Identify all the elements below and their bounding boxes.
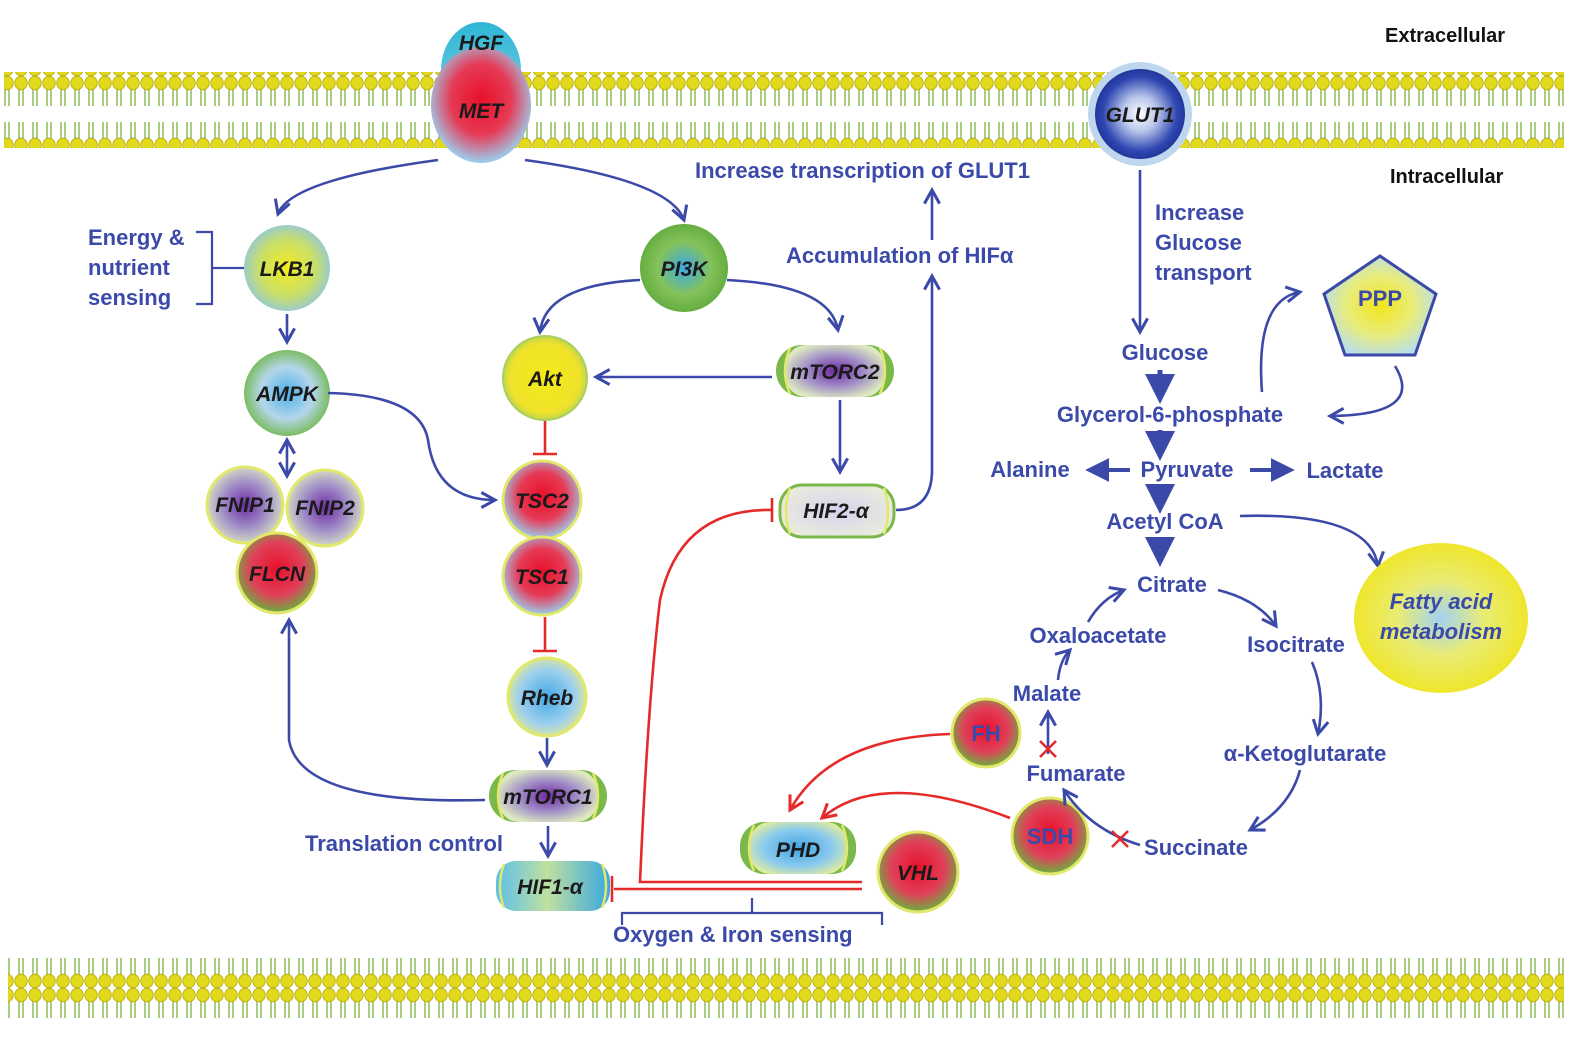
fnip2-node — [285, 468, 365, 548]
alanine-label: Alanine — [990, 457, 1069, 482]
fnip1-node — [205, 465, 285, 545]
hgf-label: HGF — [459, 32, 505, 55]
block-sdh-icon — [1111, 830, 1129, 848]
arrow-ppp-g6p — [1330, 365, 1404, 416]
energy-label-2: nutrient — [88, 255, 171, 280]
block-fh-icon — [1039, 740, 1057, 758]
glucose-label: Glucose — [1122, 340, 1209, 365]
hif2a-node — [778, 483, 896, 539]
akt-label: Akt — [527, 368, 563, 391]
inhibit-vhl-hif2a — [638, 508, 862, 884]
tsc2-label: TSC2 — [515, 490, 569, 513]
energy-label-1: Energy & — [88, 225, 185, 250]
fh-node — [950, 697, 1022, 769]
arrow-citrate-isocitrate — [1217, 588, 1276, 626]
arrow-ampk-tsc2 — [327, 391, 495, 500]
met-label: MET — [459, 100, 506, 123]
fnip2-label: FNIP2 — [295, 497, 355, 520]
met-receptor — [431, 22, 531, 163]
pi3k-node — [640, 224, 728, 312]
ppp-label: PPP — [1358, 286, 1402, 311]
arrow-sdh-phd — [822, 791, 1011, 818]
arrow-akg-succinate — [1250, 769, 1302, 830]
succinate-label: Succinate — [1144, 835, 1248, 860]
fatty-acid-node — [1354, 543, 1528, 693]
citrate-label: Citrate — [1137, 572, 1207, 597]
increase-glucose-label-3: transport — [1155, 260, 1252, 285]
energy-bracket — [196, 230, 244, 306]
arrow-g6p-ppp — [1259, 292, 1300, 393]
lactate-label: Lactate — [1306, 458, 1383, 483]
mtorc2-label: mTORC2 — [790, 361, 880, 384]
flcn-node — [235, 531, 319, 615]
arrow-hif2a-accumulation — [895, 276, 932, 512]
ampk-node — [244, 350, 330, 436]
mtorc1-label: mTORC1 — [503, 786, 592, 809]
arrow-isocitrate-akg — [1310, 661, 1321, 734]
hif2a-label: HIF2-α — [803, 500, 870, 523]
arrow-acetylcoa-fatty — [1239, 514, 1378, 566]
arrow-met-pi3k — [524, 158, 684, 220]
oxygen-bracket — [620, 898, 884, 925]
mtorc2-node — [776, 345, 894, 397]
phd-label: PHD — [776, 839, 820, 862]
acetyl-coa-label: Acetyl CoA — [1106, 509, 1223, 534]
arrow-fh-phd — [790, 732, 951, 810]
flcn-label: FLCN — [249, 563, 306, 586]
ampk-label: AMPK — [255, 383, 320, 406]
oxygen-iron-label: Oxygen & Iron sensing — [613, 922, 853, 947]
isocitrate-label: Isocitrate — [1247, 632, 1345, 657]
energy-label-3: sensing — [88, 285, 171, 310]
fumarate-label: Fumarate — [1026, 761, 1125, 786]
arrow-pi3k-mtorc2 — [726, 278, 838, 330]
increase-glut1-label: Increase transcription of GLUT1 — [695, 158, 1030, 183]
membrane-bottom — [8, 954, 1564, 1030]
phd-node — [740, 822, 856, 874]
arrow-met-lkb1 — [278, 158, 439, 214]
mtorc1-node — [489, 770, 607, 822]
fnip1-label: FNIP1 — [215, 494, 275, 517]
vhl-node — [876, 830, 960, 914]
arrow-mtorc1-flcn — [289, 620, 486, 802]
sdh-label: SDH — [1027, 824, 1073, 849]
sdh-node — [1010, 796, 1090, 876]
tsc1-node — [501, 535, 583, 617]
met-protein — [431, 47, 531, 163]
glut1-label: GLUT1 — [1106, 104, 1175, 127]
hif1a-label: HIF1-α — [517, 876, 584, 899]
tsc1-label: TSC1 — [515, 566, 569, 589]
ppp-pentagon — [1322, 254, 1438, 357]
akg-label: α-Ketoglutarate — [1224, 741, 1387, 766]
arrow-pi3k-akt — [540, 278, 641, 332]
hif1a-node — [496, 861, 610, 911]
akt-node — [502, 335, 588, 421]
glut1-transporter — [1095, 69, 1185, 159]
rheb-label: Rheb — [521, 687, 574, 710]
malate-label: Malate — [1013, 681, 1081, 706]
increase-glucose-label-2: Glucose — [1155, 230, 1242, 255]
fh-label: FH — [971, 721, 1000, 746]
lkb1-label: LKB1 — [260, 258, 315, 281]
lkb1-node — [244, 225, 330, 311]
pi3k-label: PI3K — [661, 258, 710, 281]
arrow-succinate-fumarate — [1064, 790, 1141, 847]
intracellular-label: Intracellular — [1390, 166, 1504, 188]
arrow-oxaloacetate-citrate — [1086, 590, 1124, 623]
g6p-label: Glycerol-6-phosphate — [1057, 402, 1283, 427]
pyruvate-label: Pyruvate — [1141, 457, 1234, 482]
translation-control-label: Translation control — [305, 831, 503, 856]
extracellular-label: Extracellular — [1385, 25, 1505, 47]
membrane-top — [4, 72, 1564, 148]
accumulation-hif-label: Accumulation of HIFα — [786, 243, 1014, 268]
fatty-acid-label-1: Fatty acid — [1390, 589, 1493, 614]
oxaloacetate-label: Oxaloacetate — [1030, 623, 1167, 648]
vhl-label: VHL — [897, 862, 939, 885]
fatty-acid-label-2: metabolism — [1380, 619, 1502, 644]
rheb-node — [506, 656, 588, 738]
arrow-malate-oxaloacetate — [1058, 650, 1070, 681]
increase-glucose-label-1: Increase — [1155, 200, 1244, 225]
